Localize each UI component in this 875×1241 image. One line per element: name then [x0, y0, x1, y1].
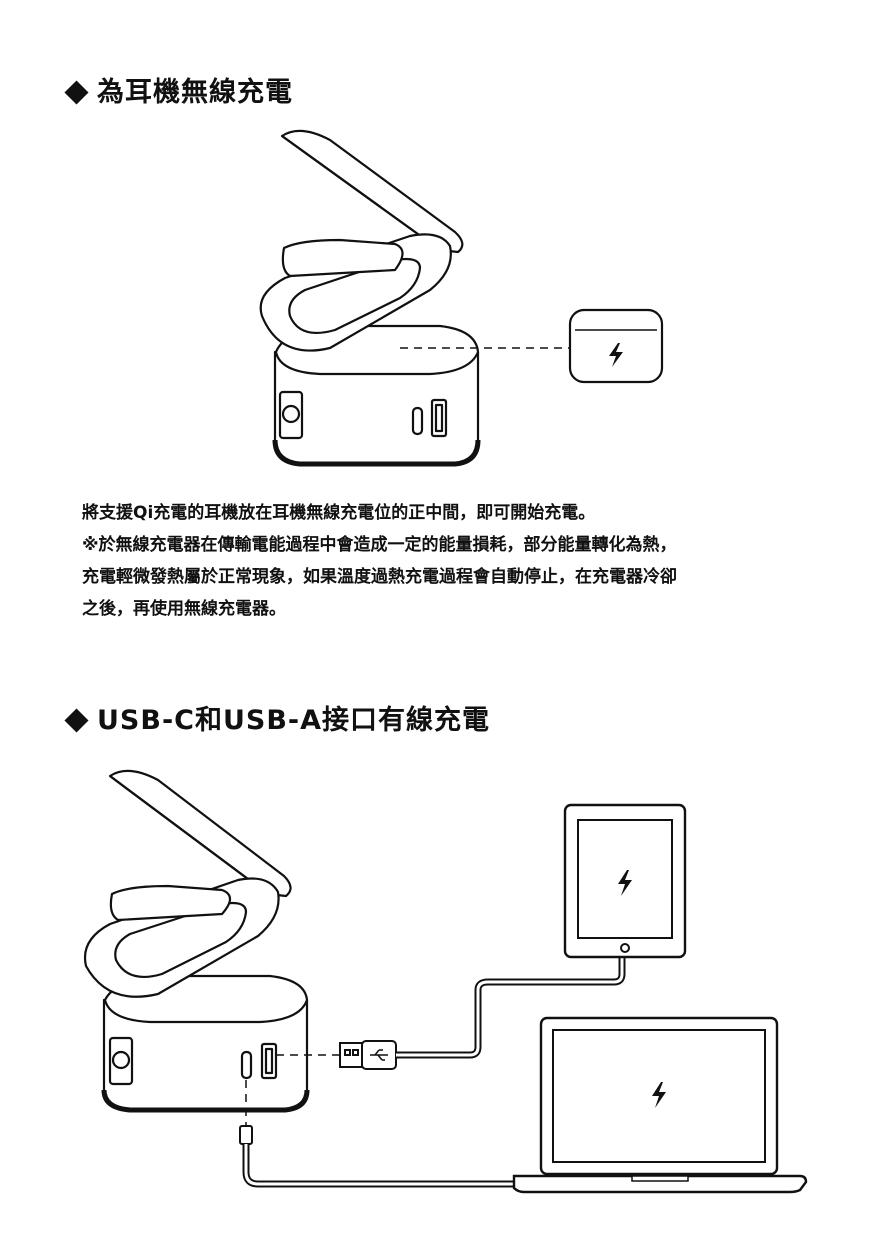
section1-title: 為耳機無線充電 [97, 77, 293, 108]
lightning-icon [652, 1082, 666, 1108]
section2-title: USB-C和USB-A接口有線充電 [97, 705, 491, 736]
earbuds-case-icon [568, 308, 664, 384]
usb-c-plug [239, 1125, 253, 1145]
paragraph-line: 之後，再使用無線充電器。 [82, 599, 286, 619]
tablet-illustration [563, 803, 687, 959]
paragraph-line: 充電輕微發熱屬於正常現象，如果溫度過熱充電過程會自動停止，在充電器冷卻 [82, 567, 677, 587]
paragraph-line: ※於無線充電器在傳輸電能過程中會造成一定的能量損耗，部分能量轉化為熱， [82, 535, 677, 555]
section1-heading: 為耳機無線充電 [62, 70, 293, 109]
lightning-icon [609, 343, 623, 367]
section1-paragraph: 將支援Qi充電的耳機放在耳機無線充電位的正中間，即可開始充電。 ※於無線充電器在… [82, 497, 822, 625]
paragraph-line: 將支援Qi充電的耳機放在耳機無線充電位的正中間，即可開始充電。 [82, 503, 596, 523]
lightning-icon [618, 870, 632, 896]
section2-heading: USB-C和USB-A接口有線充電 [62, 698, 490, 737]
laptop-illustration [512, 1016, 808, 1194]
wireless-charging-illustration [259, 129, 664, 467]
usb-symbol-icon [370, 1049, 388, 1061]
